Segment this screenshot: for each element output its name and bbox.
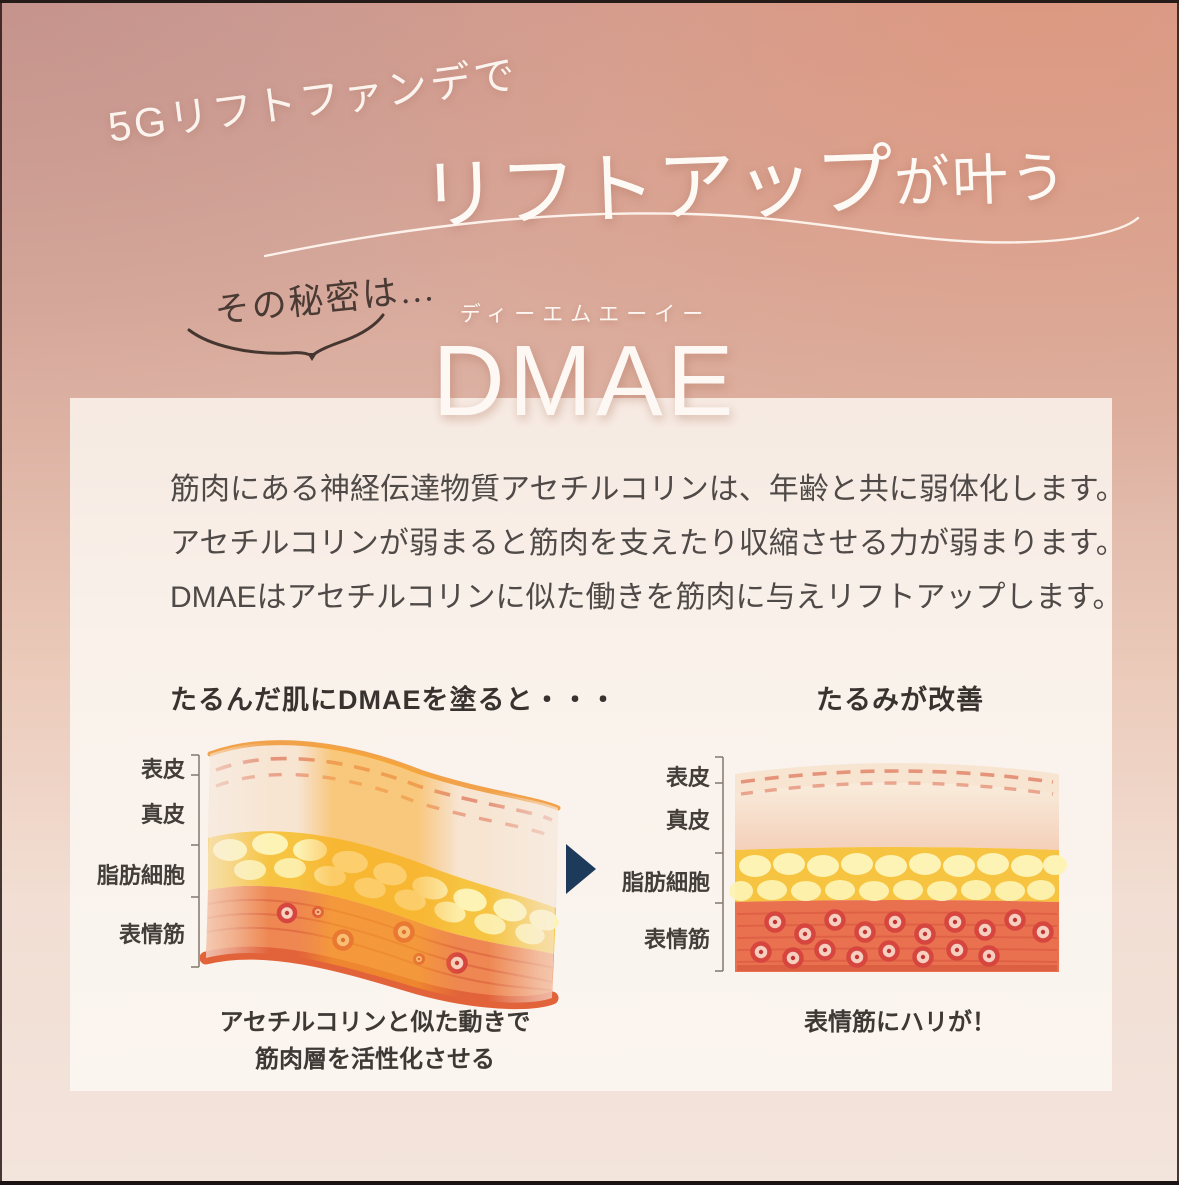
skin-diagram-after bbox=[729, 763, 1067, 972]
before-caption-line-2: 筋肉層を活性化させる bbox=[255, 1046, 495, 1073]
dmae-title: DMAE bbox=[432, 325, 738, 437]
layer-label-dermis: 真皮 bbox=[140, 802, 185, 827]
before-heading: たるんだ肌にDMAEを塗ると・・・ bbox=[170, 685, 618, 715]
after-heading: たるみが改善 bbox=[816, 685, 984, 715]
layer-label-dermis-after: 真皮 bbox=[665, 808, 710, 833]
bottom-border-line bbox=[0, 1181, 1179, 1185]
layer-label-fat-cells-after: 脂肪細胞 bbox=[621, 870, 710, 895]
layer-label-facial-muscle-after: 表情筋 bbox=[643, 927, 710, 952]
layer-label-epidermis-after: 表皮 bbox=[665, 765, 710, 790]
after-caption: 表情筋にハリが！ bbox=[804, 1009, 996, 1036]
description-line-3: DMAEはアセチルコリンに似た働きを筋肉に与えリフトアップします。 bbox=[170, 581, 1123, 614]
layer-label-fat-cells: 脂肪細胞 bbox=[96, 863, 185, 888]
after-layer-bracket bbox=[715, 756, 724, 972]
page-title-main: リフトアップ bbox=[418, 136, 896, 241]
before-caption: アセチルコリンと似た動きで 筋肉層を活性化させる bbox=[200, 1004, 550, 1078]
page-title-suffix: が叶う bbox=[893, 147, 1070, 216]
skin-diagram-before bbox=[200, 740, 561, 1010]
description-line-2: アセチルコリンが弱まると筋肉を支えたり収縮させる力が弱まります。 bbox=[170, 527, 1126, 560]
description-line-1: 筋肉にある神経伝達物質アセチルコリンは、年齢と共に弱体化します。 bbox=[170, 473, 1126, 506]
left-border-line bbox=[0, 0, 2, 1185]
layer-label-facial-muscle: 表情筋 bbox=[118, 922, 185, 947]
top-border-line bbox=[0, 0, 1179, 3]
page-title: リフトアップが叶う bbox=[418, 111, 1070, 246]
description-block: 筋肉にある神経伝達物質アセチルコリンは、年齢と共に弱体化します。 アセチルコリン… bbox=[170, 463, 1126, 625]
before-layer-bracket bbox=[191, 754, 200, 968]
dmae-furigana: ディーエムエーイー bbox=[459, 303, 711, 326]
secret-label: その秘密は… bbox=[212, 268, 438, 331]
transform-arrow bbox=[566, 844, 596, 894]
layer-label-epidermis: 表皮 bbox=[140, 757, 185, 782]
before-caption-line-1: アセチルコリンと似た動きで bbox=[219, 1009, 531, 1036]
right-border-line bbox=[1177, 0, 1179, 1185]
